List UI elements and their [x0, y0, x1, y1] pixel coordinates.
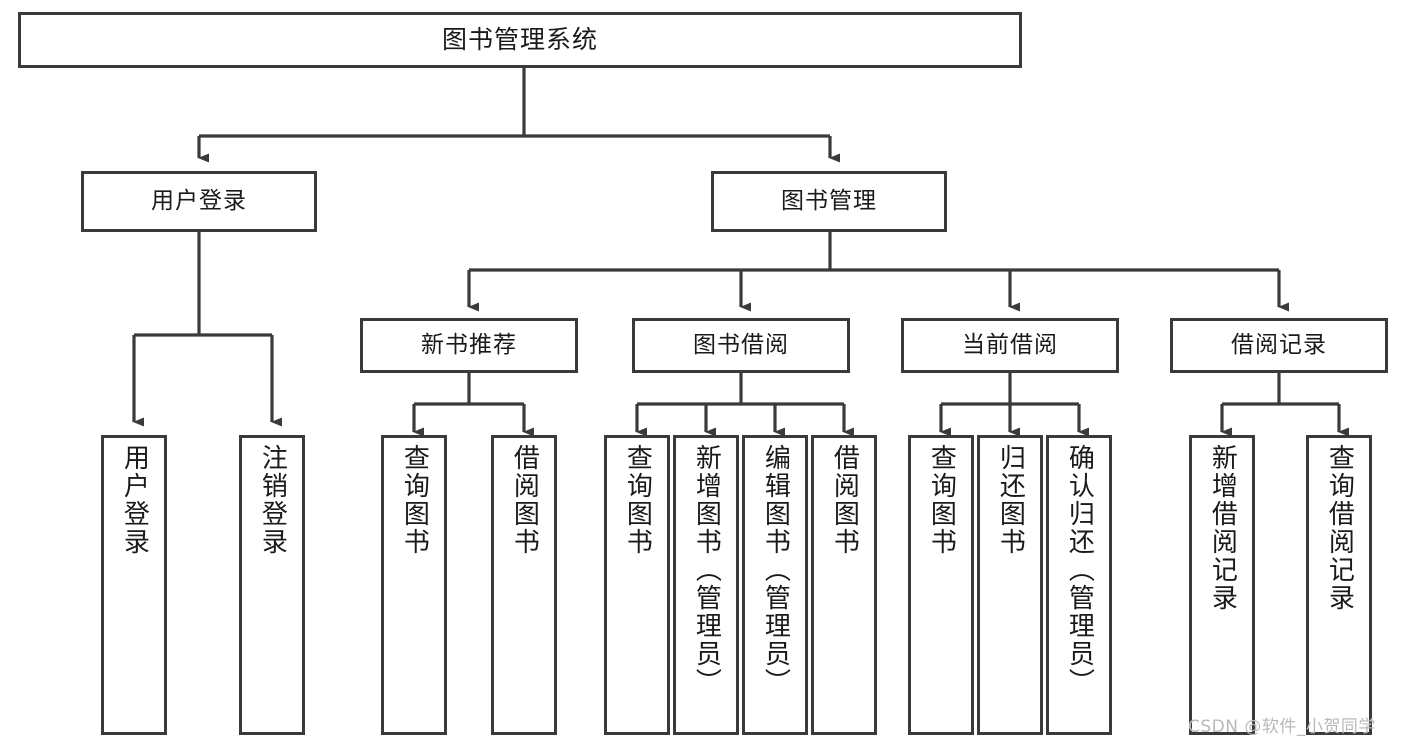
node-leaf-user-login[interactable]: 用户登录 — [101, 435, 167, 735]
node-label: 查询图书 — [399, 444, 430, 556]
node-label: 归还图书 — [995, 444, 1026, 556]
node-label: 图书借阅 — [693, 331, 789, 358]
node-book-borrow[interactable]: 图书借阅 — [632, 318, 850, 373]
node-label: 注销登录 — [257, 444, 288, 556]
node-leaf-query-book-borrow[interactable]: 查询图书 — [604, 435, 670, 735]
node-label: 新书推荐 — [421, 331, 517, 358]
node-label: 新增借阅记录 — [1207, 444, 1238, 612]
node-new-book-recommend[interactable]: 新书推荐 — [360, 318, 578, 373]
node-leaf-confirm-return[interactable]: 确认归还（管理员） — [1046, 435, 1112, 735]
node-label: 用户登录 — [119, 444, 150, 556]
node-leaf-borrow-book[interactable]: 借阅图书 — [811, 435, 877, 735]
node-label: 确认归还（管理员） — [1064, 444, 1095, 696]
node-book-management[interactable]: 图书管理 — [711, 171, 947, 232]
node-root-book-management-system[interactable]: 图书管理系统 — [18, 12, 1022, 68]
node-label: 图书管理 — [781, 187, 877, 214]
node-borrow-record[interactable]: 借阅记录 — [1170, 318, 1388, 373]
node-label: 当前借阅 — [962, 331, 1058, 358]
node-leaf-return-book[interactable]: 归还图书 — [977, 435, 1043, 735]
node-leaf-logout[interactable]: 注销登录 — [239, 435, 305, 735]
node-leaf-add-borrow-record[interactable]: 新增借阅记录 — [1189, 435, 1255, 735]
node-leaf-query-book-recommend[interactable]: 查询图书 — [381, 435, 447, 735]
node-label: 借阅记录 — [1231, 331, 1327, 358]
node-current-borrow[interactable]: 当前借阅 — [901, 318, 1119, 373]
node-user-login[interactable]: 用户登录 — [81, 171, 317, 232]
node-label: 借阅图书 — [509, 444, 540, 556]
csdn-watermark: CSDN @软件_小贺同学 — [1188, 717, 1376, 737]
node-label: 图书管理系统 — [441, 25, 598, 54]
node-label: 新增图书（管理员） — [691, 444, 722, 696]
node-leaf-query-borrow-record[interactable]: 查询借阅记录 — [1306, 435, 1372, 735]
node-label: 查询借阅记录 — [1324, 444, 1355, 612]
node-label: 编辑图书（管理员） — [760, 444, 791, 696]
node-leaf-query-book-current[interactable]: 查询图书 — [908, 435, 974, 735]
node-label: 查询图书 — [926, 444, 957, 556]
node-leaf-edit-book[interactable]: 编辑图书（管理员） — [742, 435, 808, 735]
node-label: 用户登录 — [151, 187, 247, 214]
node-label: 查询图书 — [622, 444, 653, 556]
node-label: 借阅图书 — [829, 444, 860, 556]
node-leaf-borrow-book-recommend[interactable]: 借阅图书 — [491, 435, 557, 735]
node-leaf-add-book[interactable]: 新增图书（管理员） — [673, 435, 739, 735]
